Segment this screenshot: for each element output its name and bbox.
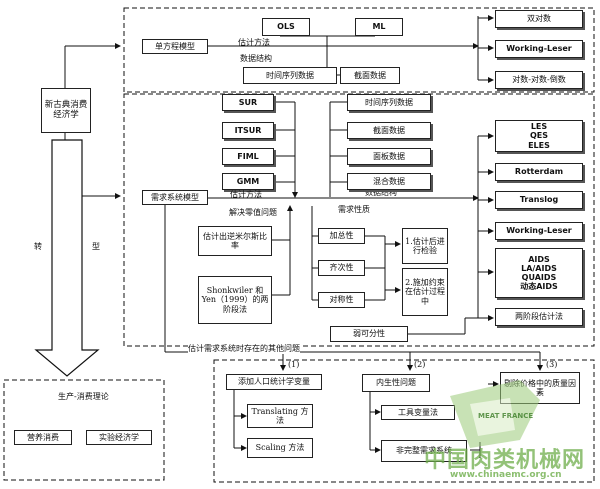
other-issues-title: 估计需求系统时存在的其他问题 — [188, 344, 300, 354]
demand-system-model-box: 需求系统模型 — [142, 190, 208, 205]
data-panel-box: 面板数据 — [347, 148, 431, 165]
single-time-series-box: 时间序列数据 — [243, 67, 337, 84]
watermark-site-name: 中国肉类机械网 — [424, 448, 586, 473]
method-sur-box: SUR — [222, 94, 274, 111]
experimental-economics-box: 实验经济学 — [86, 430, 152, 445]
incomplete-demand-system-box: 非完整需求系统 — [381, 440, 467, 462]
method-gmm-box: GMM — [222, 173, 274, 190]
demand-est-method-label: 估计方法 — [230, 190, 262, 199]
transform-left-label: 转 — [34, 242, 42, 251]
method-itsur-box: ITSUR — [222, 122, 274, 139]
demographic-variables-box: 添加人口统计学变量 — [226, 374, 322, 390]
prop-symmetry-box: 对称性 — [318, 292, 365, 308]
form-working-leser-box: Working-Leser — [495, 40, 583, 58]
prop-homogeneity-box: 齐次性 — [318, 260, 365, 276]
shonkwiler-yen-box: Shonkwiler 和 Yen（1999）的两阶段法 — [198, 276, 272, 324]
watermark-url: www.chinaemc.org.cn — [450, 470, 562, 480]
model-two-stage-box: 两阶段估计法 — [495, 308, 583, 326]
inverse-mills-ratio-box: 估计出逆米尔斯比率 — [198, 226, 272, 256]
weak-separability-box: 弱可分性 — [330, 326, 408, 342]
form-double-log-box: 双对数 — [495, 10, 583, 28]
endogeneity-problem-box: 内生性问题 — [362, 374, 430, 392]
impose-constraint-box: 2.施加约束在估计过程中 — [402, 268, 448, 316]
zero-value-problem-label: 解决零值问题 — [229, 208, 277, 217]
instrumental-variable-box: 工具变量法 — [381, 405, 455, 420]
model-les-box: LES QES ELES — [495, 120, 583, 152]
issue-number-1: (1) — [288, 360, 300, 369]
scaling-method-box: Scaling 方法 — [247, 438, 313, 458]
single-cross-section-box: 截面数据 — [340, 67, 400, 84]
data-mixed-box: 混合数据 — [347, 173, 431, 190]
data-cross-section-box: 截面数据 — [347, 122, 431, 139]
model-translog-box: Translog — [495, 191, 583, 209]
single-est-method-label: 估计方法 — [238, 38, 270, 47]
method-fiml-box: FIML — [222, 148, 274, 165]
single-data-structure-label: 数据结构 — [240, 54, 272, 63]
production-consumption-theory-label: 生产-消费理论 — [58, 392, 109, 401]
check-after-estimation-box: 1.估计后进行检验 — [402, 228, 448, 264]
nutrition-consumption-box: 营养消费 — [14, 430, 72, 445]
ols-box: OLS — [262, 18, 310, 36]
demand-nature-label: 需求性质 — [338, 205, 370, 214]
issue-number-2: (2) — [414, 360, 426, 369]
model-rotterdam-box: Rotterdam — [495, 163, 583, 181]
demand-data-structure-label: 数据结构 — [365, 188, 397, 197]
model-aids-box: AIDS LA/AIDS QUAIDS 动态AIDS — [495, 248, 583, 298]
ml-box: ML — [355, 18, 403, 36]
prop-adding-up-box: 加总性 — [318, 228, 365, 244]
data-time-series-box: 时间序列数据 — [347, 94, 431, 111]
root-neoclassical-box: 新古典消费经济学 — [41, 88, 91, 133]
watermark-logo-text: MEAT FRANCE — [478, 412, 534, 420]
transform-right-label: 型 — [92, 242, 100, 251]
issue-number-3: (3) — [546, 360, 558, 369]
model-working-leser-box: Working-Leser — [495, 222, 583, 240]
single-equation-model-box: 单方程模型 — [142, 39, 208, 54]
translating-method-box: Translating 方法 — [247, 404, 313, 428]
form-log-log-inverse-box: 对数-对数-倒数 — [495, 71, 583, 89]
